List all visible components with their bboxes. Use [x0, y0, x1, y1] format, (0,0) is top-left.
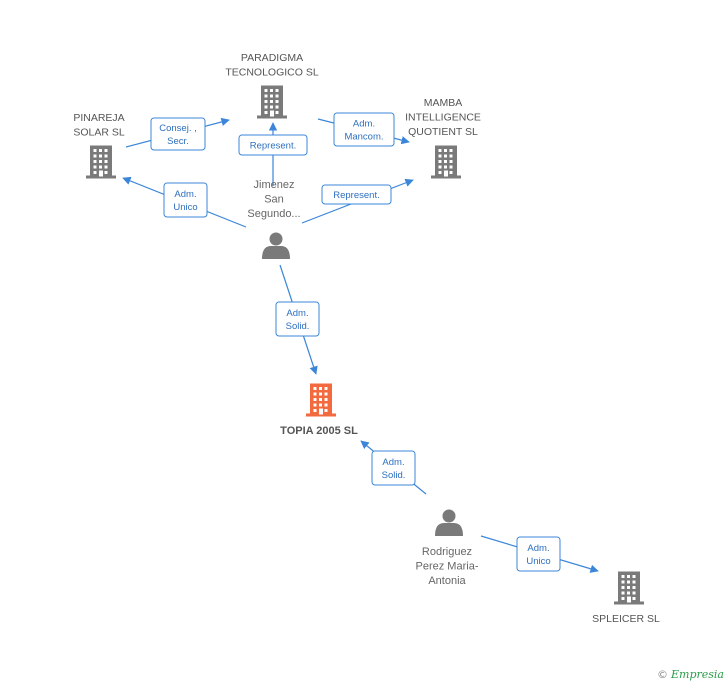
- relation-label-box[interactable]: [333, 112, 395, 147]
- relation-label-box[interactable]: [150, 117, 206, 151]
- building-icon: [306, 383, 336, 417]
- building-icon: [614, 571, 644, 605]
- relation-label-text: Mancom.: [344, 132, 383, 143]
- relation-rodriguez-spleicer[interactable]: Adm. Unico: [480, 535, 599, 573]
- relation-label-text: Adm.: [353, 119, 375, 130]
- node-pinareja[interactable]: [86, 145, 116, 179]
- relation-label-box[interactable]: [238, 134, 308, 156]
- relation-label-text: Adm.: [174, 189, 196, 200]
- node-label: Rodriguez: [422, 546, 472, 558]
- node-label: PARADIGMA: [241, 52, 303, 64]
- relation-label-text: Adm.: [382, 457, 404, 468]
- node-label: PINAREJA: [73, 112, 124, 124]
- node-topia[interactable]: [306, 383, 336, 417]
- node-label: SPLEICER SL: [592, 613, 660, 625]
- node-label: Perez Maria-: [416, 561, 479, 573]
- node-jimenez[interactable]: [262, 232, 290, 260]
- relation-label-text: Consej. ,: [159, 123, 197, 134]
- relation-label-text: Solid.: [286, 321, 310, 332]
- node-rodriguez[interactable]: [435, 509, 463, 537]
- building-icon: [86, 145, 116, 179]
- relation-label-box[interactable]: [275, 301, 320, 337]
- relation-label-box[interactable]: [163, 182, 208, 218]
- relation-jimenez-pinareja[interactable]: Adm. Unico: [122, 176, 247, 228]
- node-spleicer[interactable]: [614, 571, 644, 605]
- copyright-icon: ©: [657, 668, 668, 681]
- relation-label-box[interactable]: [371, 450, 416, 486]
- relation-label-box[interactable]: [321, 184, 392, 205]
- node-paradigma[interactable]: [257, 85, 287, 119]
- brand-name: Empresia: [671, 668, 724, 681]
- relation-label-text: Adm.: [286, 308, 308, 319]
- relation-label-text: Represent.: [250, 141, 296, 152]
- relation-label-box[interactable]: [516, 536, 561, 572]
- relation-label-text: Adm.: [527, 543, 549, 554]
- relation-label-text: Solid.: [382, 470, 406, 481]
- building-icon: [257, 85, 287, 119]
- node-label: Jimenez: [254, 179, 295, 191]
- relation-label-text: Unico: [173, 202, 197, 213]
- relation-label-text: Secr.: [167, 136, 189, 147]
- node-mamba[interactable]: [431, 145, 461, 179]
- person-icon: [435, 509, 463, 536]
- relation-jimenez-topia[interactable]: Adm. Solid.: [275, 264, 320, 375]
- node-label: TECNOLOGICO SL: [225, 67, 319, 79]
- node-label: QUOTIENT SL: [408, 126, 478, 138]
- person-icon: [262, 232, 290, 259]
- node-label: Segundo...: [247, 208, 300, 220]
- node-label: INTELLIGENCE: [405, 112, 481, 124]
- node-label: SOLAR SL: [73, 127, 125, 139]
- node-label: MAMBA: [424, 97, 463, 109]
- relation-jimenez-paradigma[interactable]: Represent.: [238, 122, 308, 186]
- empresia-logo[interactable]: ©Empresia: [657, 668, 724, 681]
- relation-jimenez-mamba[interactable]: Represent.: [301, 178, 414, 224]
- node-label: TOPIA 2005 SL: [280, 425, 358, 437]
- building-icon: [431, 145, 461, 179]
- relation-rodriguez-topia[interactable]: Adm. Solid.: [360, 440, 427, 495]
- relation-label-text: Unico: [526, 556, 550, 567]
- relation-pinareja-paradigma[interactable]: Consej. , Secr.: [125, 117, 230, 151]
- node-label: San: [264, 194, 284, 206]
- relation-paradigma-mamba[interactable]: Adm. Mancom.: [317, 112, 410, 147]
- relation-label-text: Represent.: [333, 190, 379, 201]
- node-label: Antonia: [428, 575, 466, 587]
